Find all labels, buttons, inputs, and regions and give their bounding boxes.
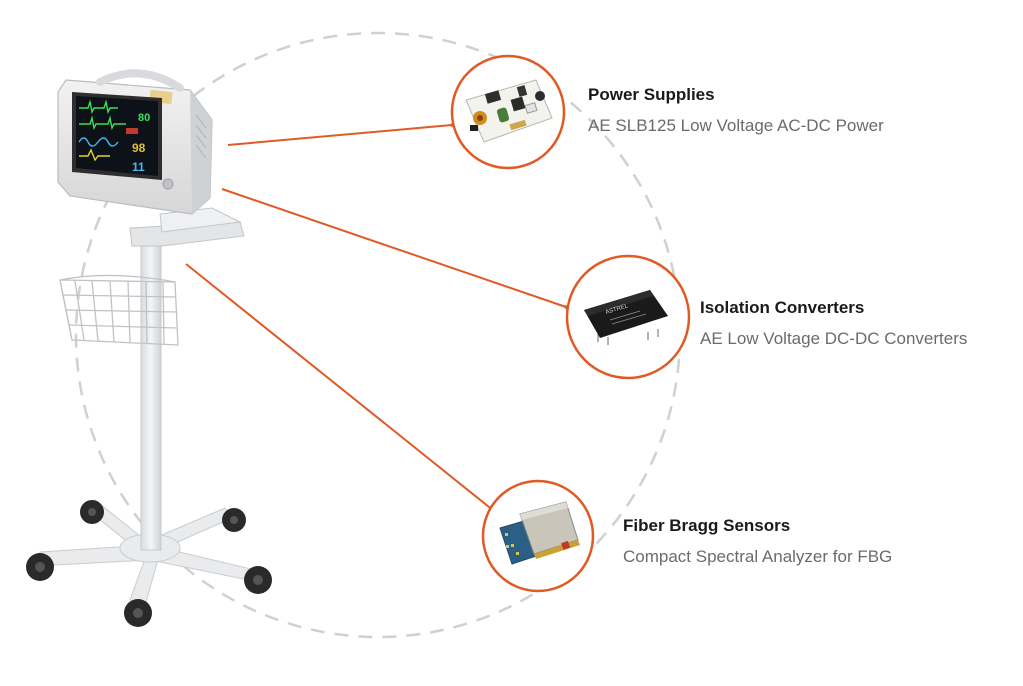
power-supplies-label: Power Supplies AE SLB125 Low Voltage AC-…: [588, 84, 884, 137]
monitor-readout-1: 80: [138, 112, 150, 124]
fiber-bragg-sensors-subtitle: Compact Spectral Analyzer for FBG: [623, 547, 893, 566]
isolation-converters-subtitle: AE Low Voltage DC-DC Converters: [700, 329, 968, 348]
fiber-bragg-sensors-title: Fiber Bragg Sensors: [623, 516, 791, 535]
spectral-analyzer-image: [481, 479, 595, 593]
dc-dc-converter-image: ASTREL: [565, 254, 691, 380]
fiber-bragg-sensors-label: Fiber Bragg Sensors Compact Spectral Ana…: [623, 515, 892, 568]
isolation-converters-title: Isolation Converters: [700, 298, 865, 317]
power-supply-image: [450, 54, 566, 170]
arrow-power-supplies: [227, 114, 468, 146]
arrow-isolation-converters: [221, 188, 583, 321]
isolation-converters-label: Isolation Converters AE Low Voltage DC-D…: [700, 297, 967, 350]
power-supplies-title: Power Supplies: [588, 85, 715, 104]
power-supplies-subtitle: AE SLB125 Low Voltage AC-DC Power: [588, 116, 884, 135]
monitor-readout-3: 11: [132, 160, 145, 174]
arrow-fiber-bragg-sensors: [185, 263, 511, 528]
patient-monitor-stand-illustration: 80 98 11: [26, 69, 272, 627]
monitor-readout-2: 98: [132, 141, 146, 155]
